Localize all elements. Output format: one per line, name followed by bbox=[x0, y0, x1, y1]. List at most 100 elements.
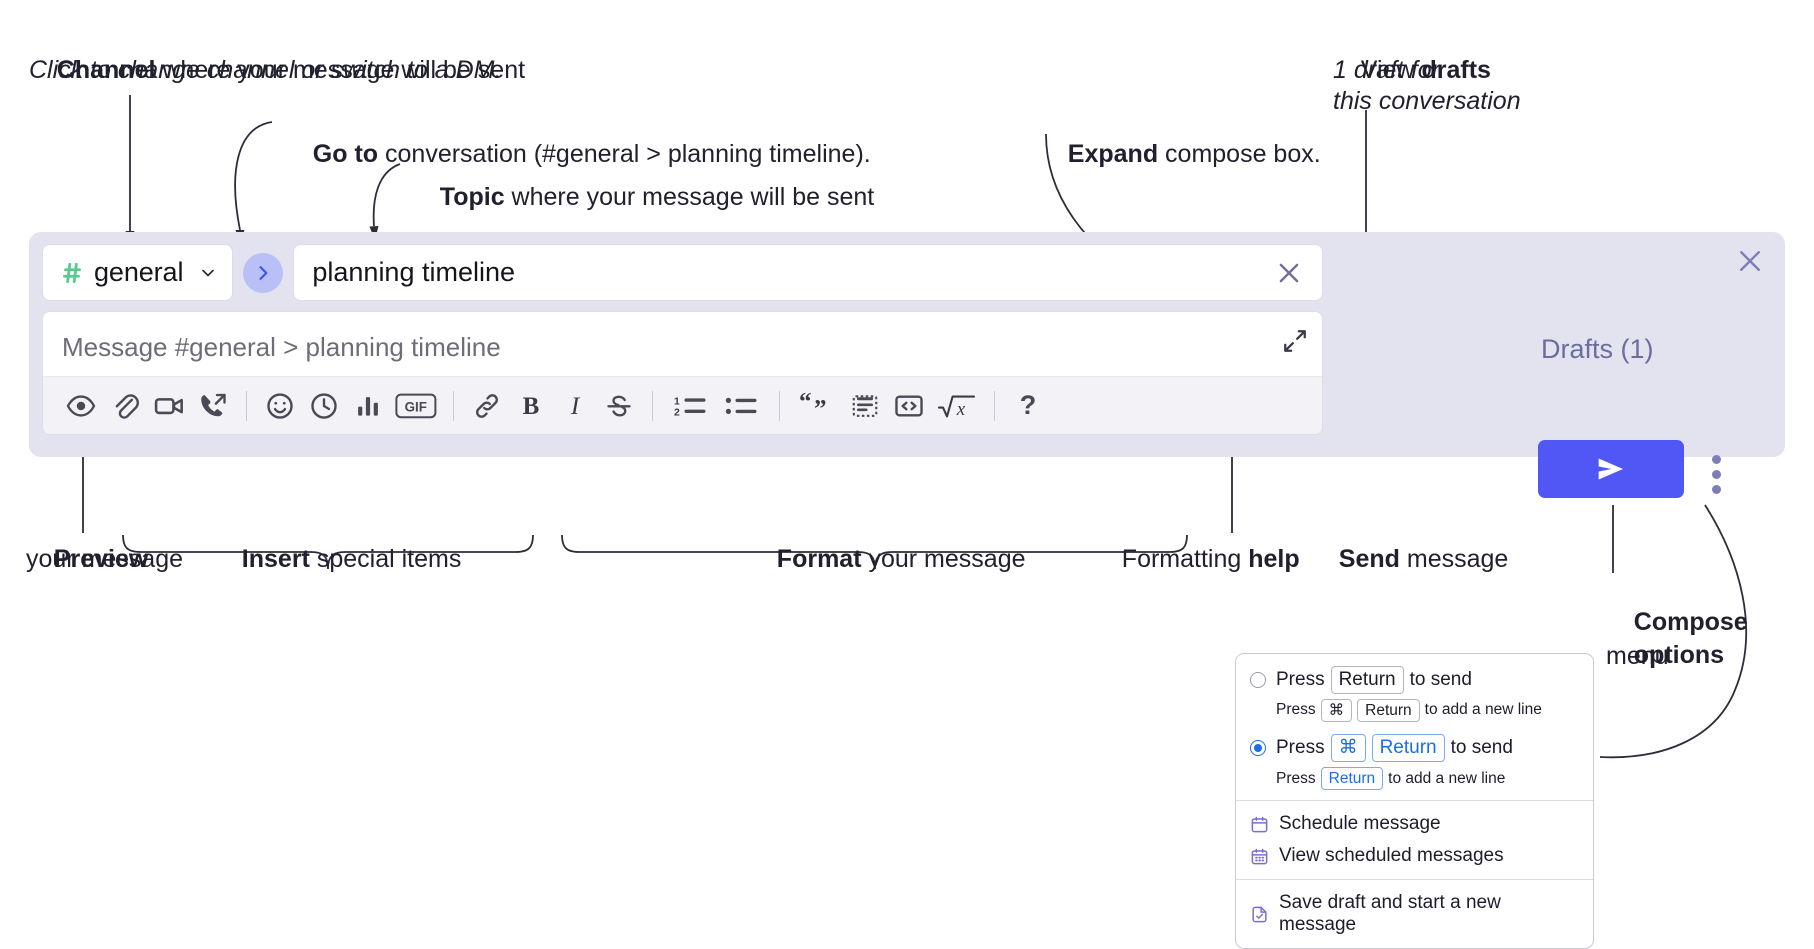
toolbar-divider bbox=[652, 390, 653, 421]
expand-compose-icon[interactable] bbox=[1282, 328, 1308, 354]
channel-name-label: general bbox=[94, 257, 184, 287]
svg-text:I: I bbox=[570, 393, 581, 420]
option-cmd-return-to-send[interactable]: Press ⌘ Return to send bbox=[1236, 732, 1593, 764]
option2-sub-tail: to add a new line bbox=[1388, 769, 1506, 787]
option1-sub-key-return: Return bbox=[1357, 698, 1420, 723]
option1-sub-tail: to add a new line bbox=[1424, 701, 1542, 719]
svg-text:GIF: GIF bbox=[405, 399, 427, 414]
option1-text: Press Return to send bbox=[1276, 666, 1472, 694]
annotation-insert-bold: Insert bbox=[241, 544, 310, 573]
draft-group: Save draft and start a new message bbox=[1236, 880, 1593, 948]
bulleted-list-icon[interactable] bbox=[716, 384, 768, 428]
annotation-format-bold: Format bbox=[776, 544, 862, 573]
italic-icon[interactable]: I bbox=[553, 384, 597, 428]
option1-key-return: Return bbox=[1330, 666, 1404, 694]
attachment-icon[interactable] bbox=[103, 384, 147, 428]
video-icon[interactable] bbox=[147, 384, 191, 428]
radio-return-to-send[interactable] bbox=[1250, 671, 1266, 688]
annotation-send: Send message bbox=[1311, 512, 1509, 607]
annotation-expand-bold: Expand bbox=[1067, 139, 1159, 168]
compose-options-menu: Press Return to send Press ⌘ Return to a… bbox=[1235, 653, 1594, 949]
message-placeholder: Message #general > planning timeline bbox=[62, 332, 501, 362]
svg-text:”: ” bbox=[814, 395, 827, 420]
audio-clip-icon[interactable] bbox=[191, 384, 235, 428]
toolbar-divider bbox=[994, 390, 995, 421]
annotation-drafts: View drafts bbox=[1333, 23, 1491, 118]
annotation-expand-rest: compose box. bbox=[1158, 139, 1321, 168]
drafts-link[interactable]: Drafts (1) bbox=[1541, 334, 1654, 364]
gif-icon[interactable]: GIF bbox=[390, 384, 442, 428]
blockquote-icon[interactable]: “ ” bbox=[791, 384, 843, 428]
menu-item-view-scheduled[interactable]: View scheduled messages bbox=[1236, 840, 1593, 872]
menu-item-schedule-message[interactable]: Schedule message bbox=[1236, 808, 1593, 840]
code-icon[interactable] bbox=[887, 384, 931, 428]
annotation-preview: Preview bbox=[26, 512, 149, 607]
annotation-drafts-sub1: 1 draft for bbox=[1333, 56, 1440, 84]
svg-text:2: 2 bbox=[674, 407, 680, 418]
goto-conversation-button[interactable] bbox=[243, 252, 284, 293]
send-button[interactable] bbox=[1538, 440, 1684, 498]
toolbar-divider bbox=[453, 390, 454, 421]
poll-icon[interactable] bbox=[346, 384, 390, 428]
annotation-topic: Topic where your message will be sent bbox=[412, 150, 874, 245]
annotation-help: Formatting help bbox=[1094, 512, 1300, 607]
annotation-goto-bold: Go to bbox=[312, 139, 379, 168]
bold-icon[interactable]: B bbox=[509, 384, 553, 428]
annotation-preview-bold: Preview bbox=[53, 544, 149, 573]
hash-icon bbox=[59, 260, 85, 286]
option2-sub-key-return: Return bbox=[1320, 766, 1384, 791]
compose-options-button[interactable] bbox=[1712, 455, 1721, 494]
option1-sub-key-cmd: ⌘ bbox=[1320, 698, 1353, 723]
annotation-compose-options-line3: menu bbox=[1606, 642, 1669, 670]
topic-value: planning timeline bbox=[312, 257, 516, 287]
menu-item-save-draft-label: Save draft and start a new message bbox=[1279, 892, 1501, 936]
topic-field[interactable]: planning timeline bbox=[293, 244, 1323, 301]
annotation-help-lead: Formatting bbox=[1121, 544, 1249, 573]
math-icon[interactable]: x bbox=[931, 384, 983, 428]
channel-selector[interactable]: general bbox=[42, 244, 234, 301]
annotation-help-bold: help bbox=[1248, 544, 1300, 573]
schedule-group: Schedule message View scheduled messages bbox=[1236, 801, 1593, 879]
svg-text:B: B bbox=[523, 393, 540, 420]
ordered-list-icon[interactable]: 1 2 bbox=[664, 384, 716, 428]
annotation-topic-rest: where your message will be sent bbox=[504, 182, 875, 211]
kebab-dot bbox=[1712, 470, 1721, 479]
preview-icon[interactable] bbox=[59, 384, 103, 428]
message-input-box[interactable]: Message #general > planning timeline bbox=[42, 311, 1323, 435]
code-block-icon[interactable] bbox=[843, 384, 887, 428]
menu-item-view-scheduled-label: View scheduled messages bbox=[1279, 845, 1504, 867]
option2-subtext: Press Return to add a new line bbox=[1236, 764, 1593, 792]
annotation-insert-rest: special items bbox=[309, 544, 462, 573]
menu-item-save-draft[interactable]: Save draft and start a new message bbox=[1236, 887, 1593, 941]
annotation-expand: Expand compose box. bbox=[1040, 107, 1321, 202]
annotation-drafts-bold: drafts bbox=[1421, 55, 1491, 84]
send-icon bbox=[1598, 458, 1624, 480]
radio-cmd-return-to-send[interactable] bbox=[1250, 740, 1266, 756]
option2-text: Press ⌘ Return to send bbox=[1276, 734, 1513, 762]
annotation-channel-bold: Channel bbox=[56, 55, 156, 84]
compose-inner: general planning timeline bbox=[42, 244, 1323, 435]
annotation-channel-sub: Click to change channel or switch to a D… bbox=[29, 56, 502, 84]
help-icon[interactable]: ? bbox=[1006, 384, 1050, 428]
emoji-icon[interactable] bbox=[258, 384, 302, 428]
menu-item-schedule-label: Schedule message bbox=[1279, 813, 1441, 835]
strikethrough-icon[interactable] bbox=[597, 384, 641, 428]
calendar-grid-icon bbox=[1250, 847, 1269, 866]
clear-topic-icon[interactable] bbox=[1270, 254, 1308, 292]
annotation-preview-sub: your message bbox=[26, 545, 184, 573]
annotation-goto-rest: conversation (#general > planning timeli… bbox=[378, 139, 871, 168]
annotation-format: Format your message bbox=[749, 512, 1026, 607]
option2-key-cmd: ⌘ bbox=[1330, 734, 1366, 762]
chevron-down-icon bbox=[198, 263, 218, 283]
toolbar-divider bbox=[779, 390, 780, 421]
link-icon[interactable] bbox=[465, 384, 509, 428]
option1-tail: to send bbox=[1409, 668, 1472, 690]
annotation-compose-options-line2: options bbox=[1606, 608, 1724, 703]
option-return-to-send[interactable]: Press Return to send bbox=[1236, 664, 1593, 696]
annotation-channel: Channel where your message will be sent bbox=[29, 23, 525, 118]
close-icon[interactable] bbox=[1735, 246, 1765, 276]
annotation-send-bold: Send bbox=[1338, 544, 1400, 573]
option1-press: Press bbox=[1276, 668, 1325, 690]
clock-icon[interactable] bbox=[302, 384, 346, 428]
